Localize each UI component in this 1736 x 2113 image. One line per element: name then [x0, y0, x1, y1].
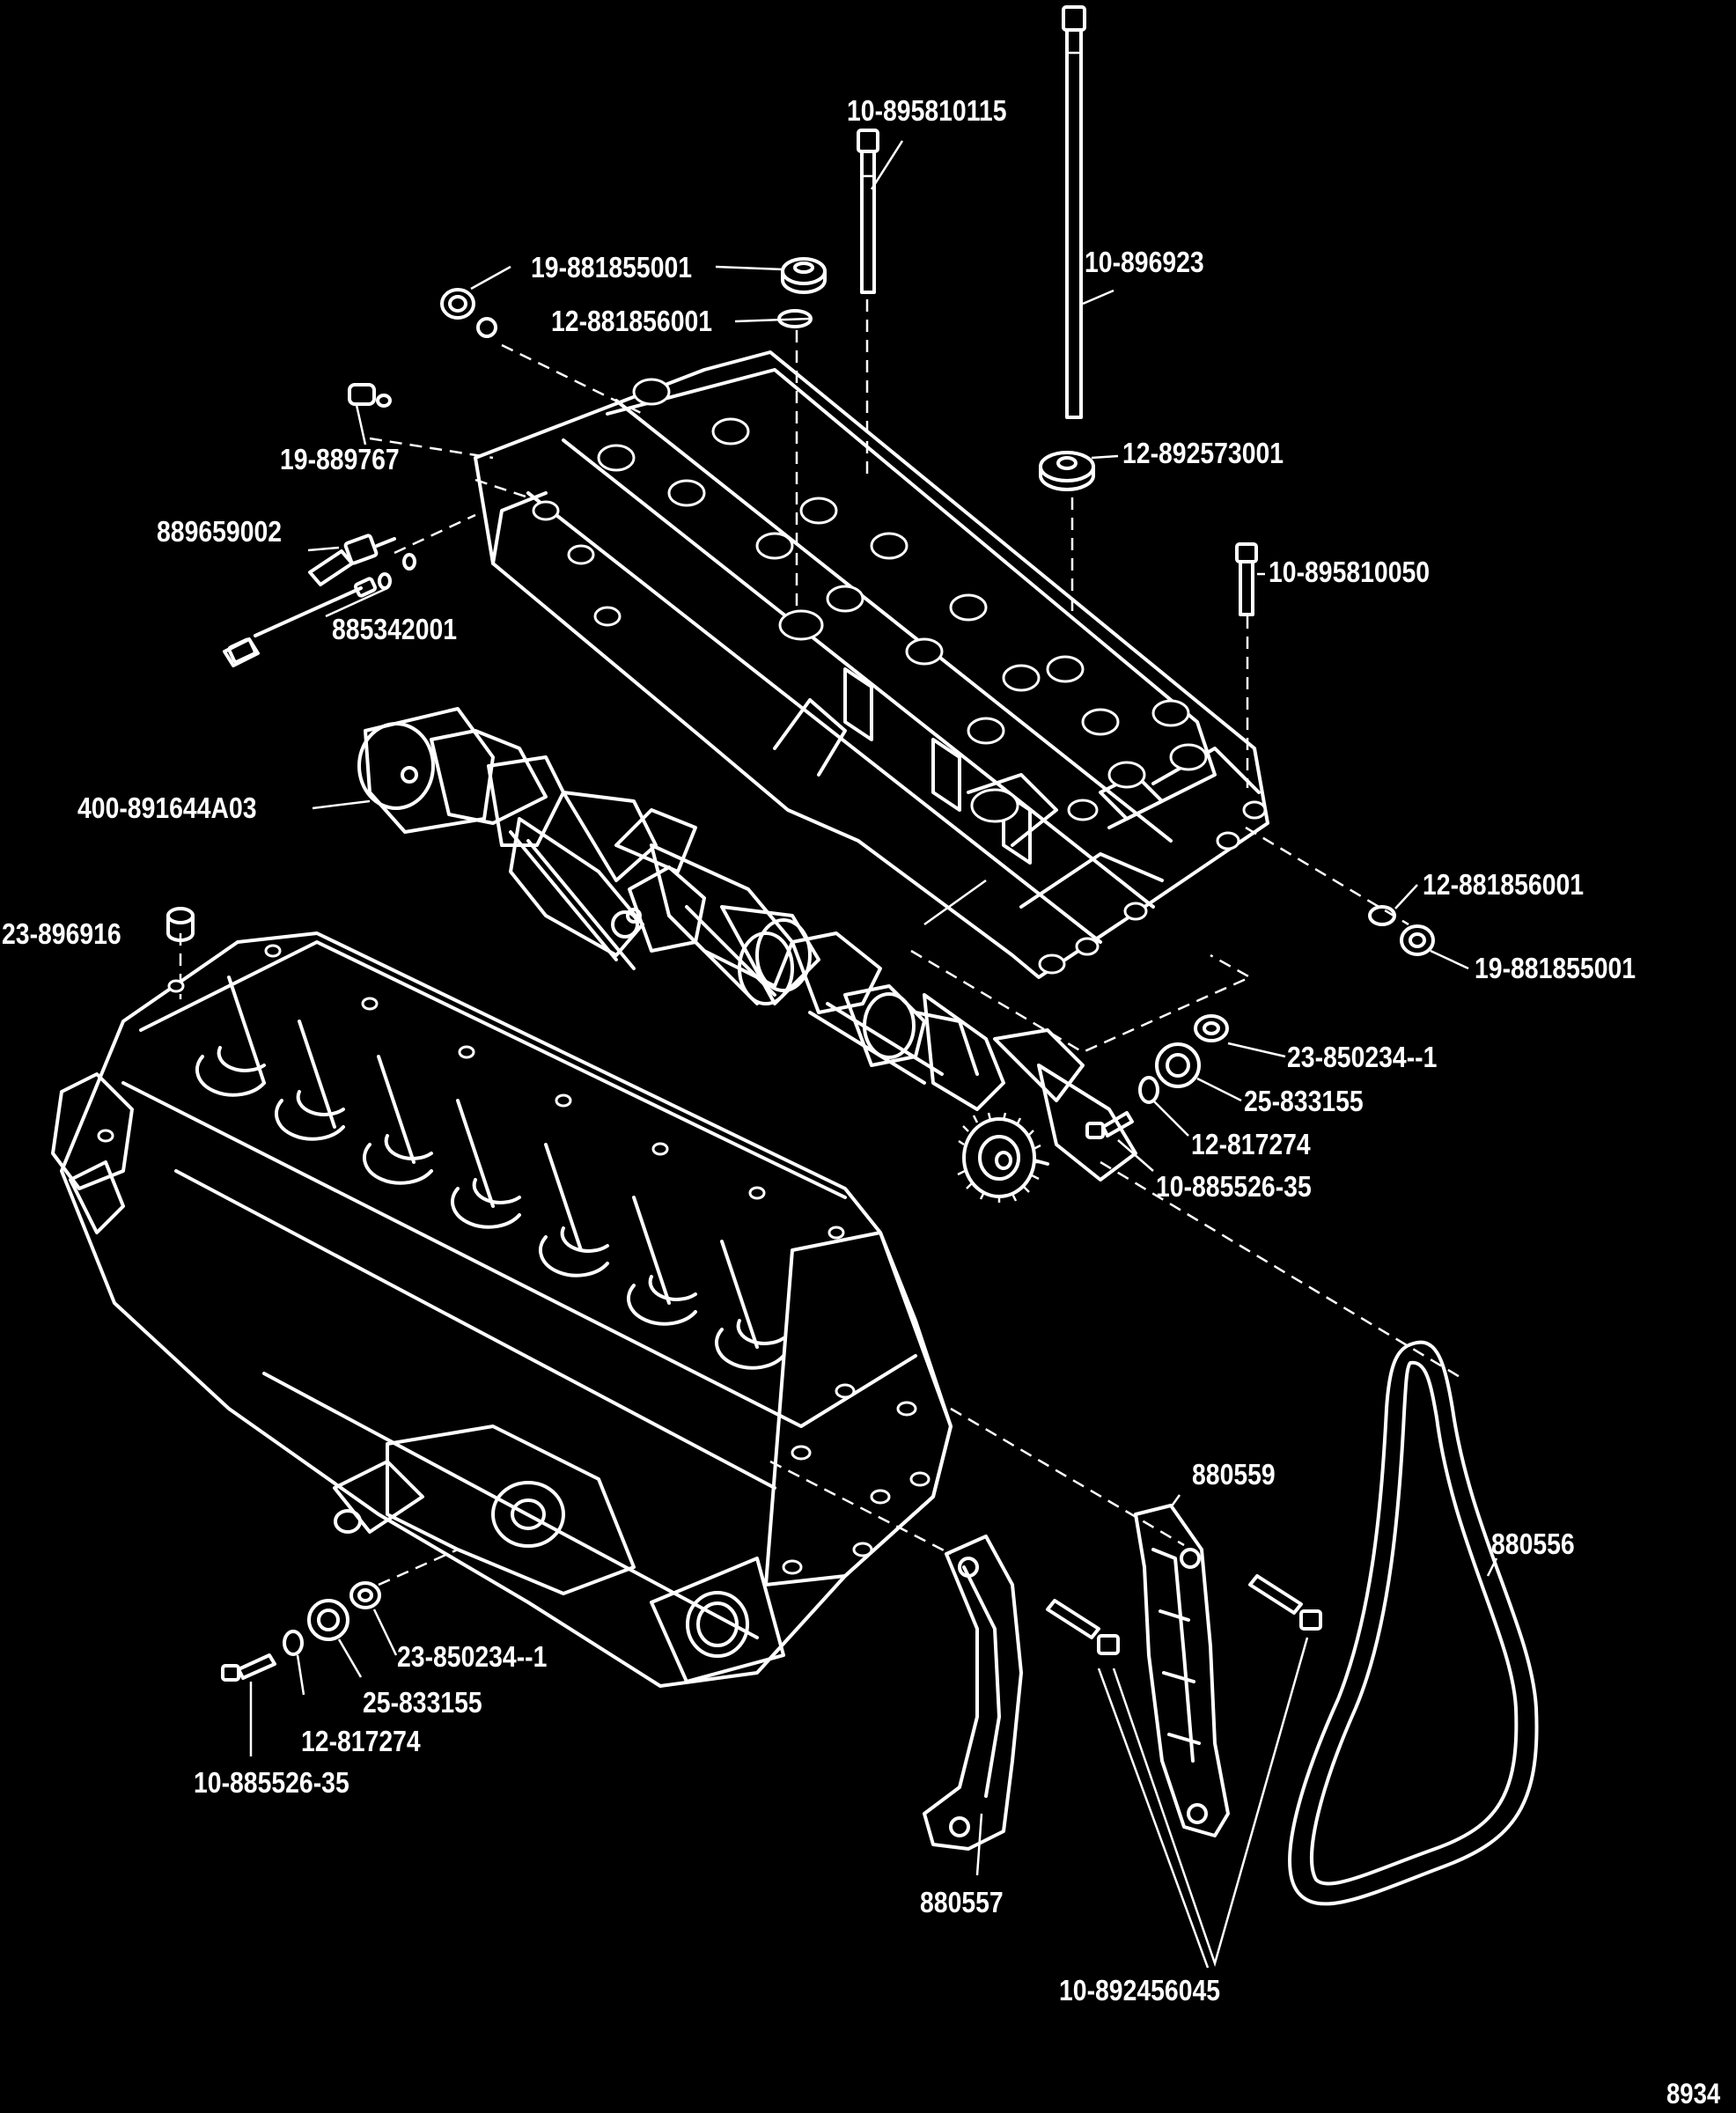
plug-right — [1194, 1014, 1229, 1042]
bolt-long-top — [857, 129, 879, 294]
seal-lower — [307, 1599, 349, 1641]
label-oring-right: 12-881856001 — [1423, 868, 1585, 901]
seal-right — [1155, 1042, 1201, 1088]
label-bolt-long-top: 10-895810115 — [847, 94, 1007, 127]
label-oring-top-left: 12-881856001 — [551, 305, 713, 337]
label-stud-long: 10-896923 — [1085, 246, 1204, 278]
cap-right — [1400, 924, 1435, 956]
assembly-dashed-lines — [179, 299, 1462, 1587]
label-bolt-short-right: 10-895810050 — [1269, 556, 1431, 588]
washer-right — [1138, 1076, 1159, 1104]
label-washer-right: 12-817274 — [1191, 1128, 1311, 1160]
label-bolt-lower: 10-885526-35 — [194, 1766, 349, 1799]
label-plug-right: 23-850234--1 — [1287, 1041, 1438, 1073]
label-guide-upper: 880559 — [1192, 1458, 1276, 1491]
engine-block — [51, 931, 953, 1688]
label-seal-right: 25-833155 — [1244, 1085, 1364, 1117]
label-washer-top: 12-892573001 — [1122, 437, 1284, 469]
label-bolt-right: 10-885526-35 — [1156, 1170, 1312, 1203]
label-sensor: 889659002 — [157, 515, 283, 548]
oring-right — [1368, 905, 1396, 926]
label-cap-top-left: 19-881855001 — [531, 251, 693, 283]
washer-lower — [283, 1630, 304, 1656]
plug-upper-left — [440, 288, 497, 338]
label-sensor-connector: 885342001 — [332, 613, 458, 645]
stud-long — [1062, 5, 1086, 419]
label-crankshaft: 400-891644A03 — [77, 791, 257, 824]
bolt-lower — [221, 1653, 276, 1682]
plug-lower — [349, 1581, 381, 1609]
crankshaft — [357, 707, 1137, 1203]
label-chain: 880556 — [1491, 1528, 1575, 1560]
guide-lower — [923, 1535, 1023, 1851]
label-cap-right: 19-881855001 — [1475, 952, 1637, 984]
timing-chain — [1288, 1340, 1539, 1906]
label-guide-bolts: 10-892456045 — [1059, 1974, 1221, 2006]
cap-top-left — [781, 257, 827, 294]
label-seal-lower: 25-833155 — [363, 1686, 482, 1719]
label-plug-left: 19-889767 — [280, 443, 400, 475]
sensor — [308, 534, 416, 586]
bolt-right — [1085, 1111, 1134, 1139]
figure-number: 8934 — [1666, 2078, 1721, 2109]
leader-lines — [249, 140, 1498, 1969]
label-guide-lower: 880557 — [920, 1886, 1004, 1918]
cylinder-head — [474, 350, 1269, 979]
guide-bolts — [1046, 1574, 1322, 1655]
label-dowel: 23-896916 — [2, 917, 121, 950]
dowel — [166, 907, 195, 942]
bolt-short-right — [1235, 542, 1258, 616]
label-washer-lower: 12-817274 — [301, 1725, 421, 1757]
washer-top — [1039, 451, 1095, 491]
label-plug-lower: 23-850234--1 — [397, 1640, 548, 1673]
plug-left — [348, 383, 392, 408]
guide-upper — [1134, 1504, 1230, 1837]
